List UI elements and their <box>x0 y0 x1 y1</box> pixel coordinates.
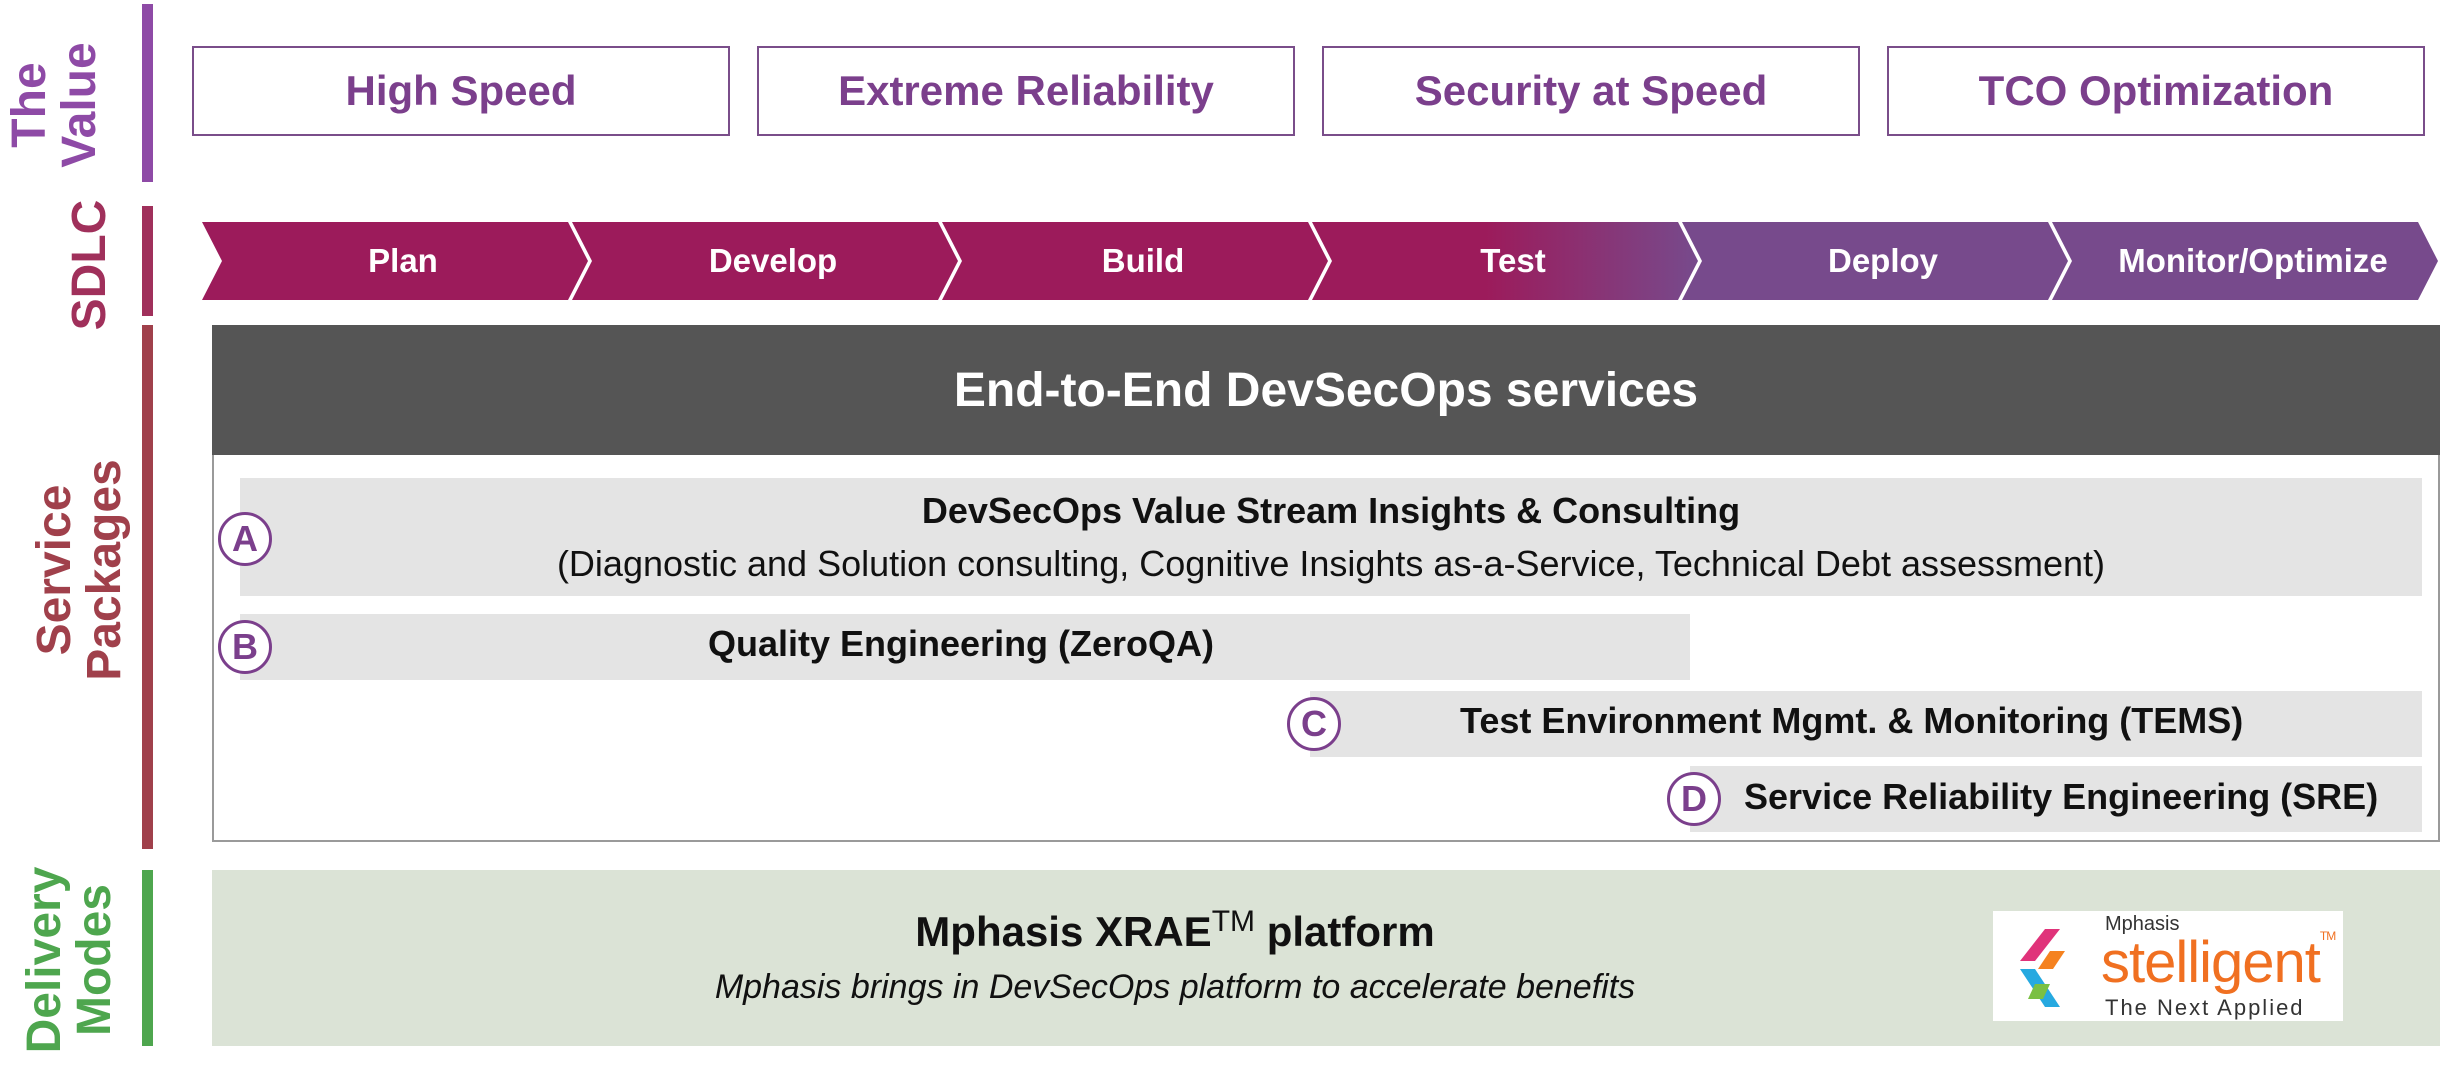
service-d-title: Service Reliability Engineering (SRE) <box>1744 776 2379 817</box>
delivery-subtitle: Mphasis brings in DevSecOps platform to … <box>714 968 1636 1006</box>
service-c-marker: C <box>1287 697 1341 751</box>
service-bar-b <box>240 614 1690 680</box>
service-row-bar <box>142 325 153 849</box>
value-tco-optimization: TCO Optimization <box>1887 46 2425 136</box>
service-bar-c <box>1310 691 2422 757</box>
service-bar-a <box>240 478 2422 596</box>
logo-company: Mphasis <box>2105 913 2180 935</box>
delivery-row-bar <box>142 870 153 1046</box>
sdlc-chevrons <box>202 222 2438 300</box>
chevron-develop <box>572 222 958 300</box>
delivery-title: Mphasis XRAETM platform <box>915 905 1435 955</box>
logo-tagline: The Next Applied <box>2105 995 2305 1020</box>
chevron-deploy <box>1682 222 2068 300</box>
value-row-bar <box>142 4 153 182</box>
value-high-speed: High Speed <box>192 46 730 136</box>
sdlc-develop-label: Develop <box>708 242 838 279</box>
service-c-title: Test Environment Mgmt. & Monitoring (TEM… <box>1460 700 2244 741</box>
chevron-monitor <box>2052 222 2438 300</box>
sdlc-build-label: Build <box>1101 242 1185 279</box>
value-extreme-reliability: Extreme Reliability <box>757 46 1295 136</box>
sdlc-deploy-label: Deploy <box>1827 242 1939 279</box>
chevron-plan <box>202 222 588 300</box>
sdlc-row-bar <box>142 206 153 316</box>
service-a-title: DevSecOps Value Stream Insights & Consul… <box>921 490 1741 531</box>
service-a-marker: A <box>218 512 272 566</box>
value-security-at-speed: Security at Speed <box>1322 46 1860 136</box>
logo-brand: stelligentTM <box>2101 929 2336 995</box>
service-b-marker: B <box>218 620 272 674</box>
service-bar-d <box>1690 766 2422 832</box>
stelligent-logo: Mphasis stelligentTM The Next Applied <box>1993 911 2343 1021</box>
sdlc-plan-label: Plan <box>368 242 438 279</box>
chevron-test <box>1312 222 1698 300</box>
stelligent-mark-icon <box>2020 929 2065 1007</box>
service-d-marker: D <box>1667 772 1721 826</box>
service-a-subtitle: (Diagnostic and Solution consulting, Cog… <box>556 543 2106 584</box>
chevron-build <box>942 222 1328 300</box>
service-packages-header: End-to-End DevSecOps services <box>212 325 2440 455</box>
sdlc-monitor-label: Monitor/Optimize <box>2118 242 2388 279</box>
sdlc-test-label: Test <box>1480 242 1546 279</box>
service-b-title: Quality Engineering (ZeroQA) <box>708 623 1215 664</box>
